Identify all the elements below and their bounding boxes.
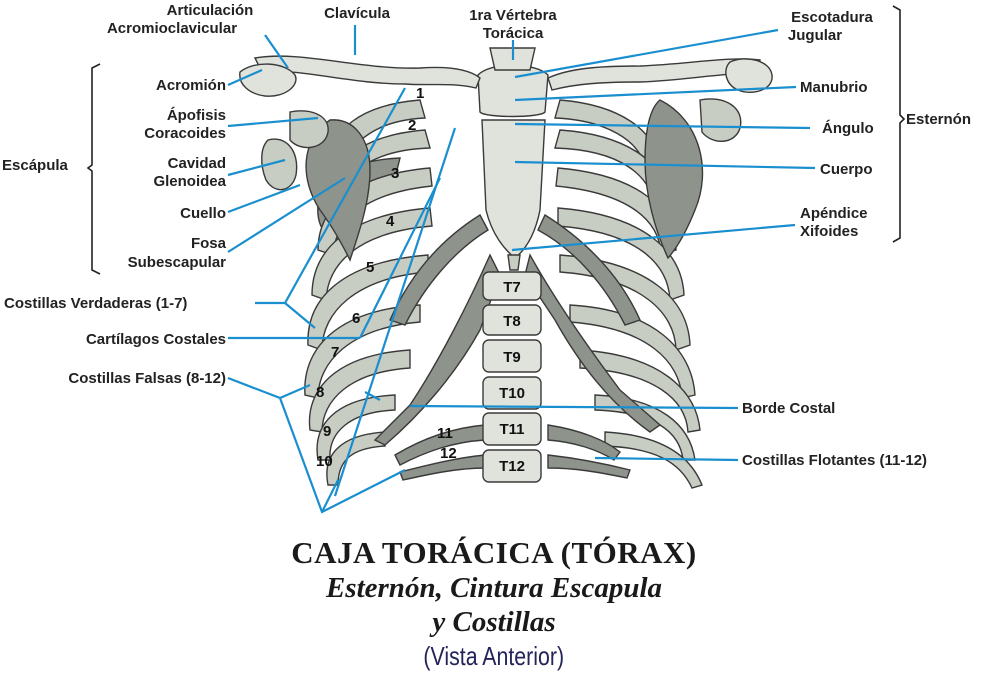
label-clavicula: Clavícula: [324, 5, 391, 22]
rib-number: 10: [316, 453, 333, 470]
label-acromion: Acromión: [156, 77, 226, 94]
label-apendice: Apéndice: [800, 205, 868, 222]
thoracic-cage-illustration: Articulación Acromioclavicular Clavícula…: [2, 2, 971, 514]
rib-number: 4: [386, 213, 395, 230]
label-toracica: Torácica: [483, 25, 544, 42]
label-manubrio: Manubrio: [800, 79, 868, 96]
title-view: (Vista Anterior): [423, 641, 565, 671]
escapula-bracket: [86, 63, 101, 275]
label-borde-costal: Borde Costal: [742, 400, 835, 417]
rib-number: 5: [366, 259, 374, 276]
label-escotadura: Escotadura: [791, 9, 873, 26]
anatomical-labels: Articulación Acromioclavicular Clavícula…: [2, 2, 971, 469]
label-apofisis: Ápofisis: [167, 107, 226, 124]
label-glenoidea: Glenoidea: [153, 173, 226, 190]
label-vertebra: 1ra Vértebra: [469, 7, 557, 24]
rib-number: 11: [437, 425, 453, 442]
label-cavidad: Cavidad: [168, 155, 226, 172]
label-jugular: Jugular: [788, 27, 842, 44]
scapula-left: [239, 63, 371, 262]
rib-number: 3: [391, 165, 399, 182]
rib-number: 2: [408, 117, 416, 134]
rib-number: 7: [331, 344, 339, 361]
vertebra-label: T9: [503, 349, 521, 366]
floating-ribs: [394, 424, 631, 481]
rib-number: 6: [352, 310, 360, 327]
title-subtitle-2: y Costillas: [432, 606, 556, 638]
label-esternon: Esternón: [906, 111, 971, 128]
rib-number: 12: [440, 445, 457, 462]
title-main: CAJA TORÁCICA (TÓRAX): [291, 535, 697, 570]
label-costillas-falsas: Costillas Falsas (8-12): [68, 370, 226, 387]
vertebra-label: T12: [499, 458, 525, 475]
label-xifoides: Xifoides: [800, 223, 858, 240]
label-angulo: Ángulo: [822, 120, 874, 137]
esternon-bracket: [892, 5, 906, 243]
costal-cartilage: [373, 213, 662, 446]
label-fosa: Fosa: [191, 235, 227, 252]
rib-number: 1: [416, 85, 424, 102]
label-acromioclavicular: Acromioclavicular: [107, 20, 237, 37]
label-articulacion: Articulación: [167, 2, 254, 19]
label-coracoides: Coracoides: [144, 125, 226, 142]
vertebra-label: T8: [503, 313, 521, 330]
vertebral-column: [482, 271, 542, 483]
vertebra-label: T11: [499, 421, 524, 438]
ribs-right: [554, 99, 703, 489]
vertebra-label: T10: [499, 385, 525, 402]
title-block: CAJA TORÁCICA (TÓRAX) Esternón, Cintura …: [0, 535, 988, 673]
label-cuello: Cuello: [180, 205, 226, 222]
label-costillas-verdaderas: Costillas Verdaderas (1-7): [4, 295, 187, 312]
rib-numbers: 1 2 3 4 5 6 7 8 9 10 11 12: [316, 85, 457, 470]
leader-lines: [227, 25, 816, 514]
title-subtitle: Esternón, Cintura Escapula: [325, 572, 663, 604]
label-escapula: Escápula: [2, 157, 69, 174]
label-cartilagos: Cartílagos Costales: [86, 331, 226, 348]
sternum: [477, 64, 549, 271]
label-costillas-flotantes: Costillas Flotantes (11-12): [742, 452, 927, 469]
scapula-right: [644, 58, 773, 260]
rib-number: 9: [323, 423, 331, 440]
label-subescapular: Subescapular: [128, 254, 227, 271]
vertebra-label: T7: [503, 279, 521, 296]
vertebra-labels: T7 T8 T9 T10 T11 T12: [499, 279, 525, 475]
label-cuerpo: Cuerpo: [820, 161, 873, 178]
rib-number: 8: [316, 384, 324, 401]
